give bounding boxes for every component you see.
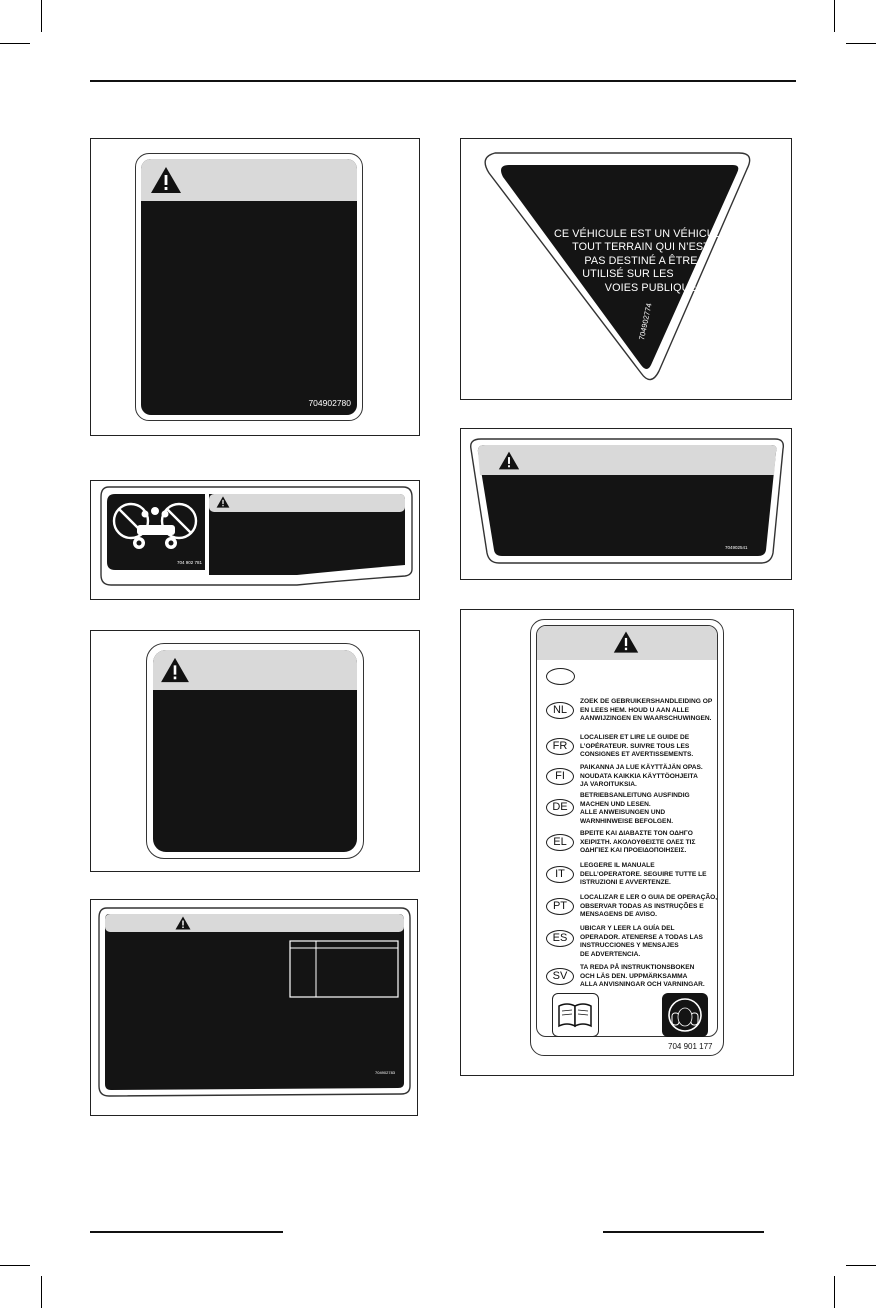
part-number: 704 901 177 [668, 1042, 713, 1051]
language-row: IT LEGGERE IL MANUALE DELL’OPERATORE. SE… [546, 862, 726, 896]
language-text: LEGGERE IL MANUALE DELL’OPERATORE. SEGUI… [580, 862, 707, 887]
language-text: LOCALIZAR E LER O GUIA DE OPERAÇÃO, OBSE… [580, 894, 718, 919]
crop-mark [834, 1276, 835, 1308]
language-text: LOCALISER ET LIRE LE GUIDE DE L’OPÉRATEU… [580, 734, 694, 759]
offroad-line: TOUT TERRAIN QUI N’EST [572, 241, 710, 254]
warning-triangle-icon [175, 916, 191, 930]
language-code: PT [546, 898, 574, 915]
language-row: NL ZOEK DE GEBRUIKERSHANDLEIDING OP EN L… [546, 698, 726, 732]
hearing-protection-icon [662, 993, 708, 1037]
decal-panel-3 [90, 630, 420, 872]
crop-mark [846, 1265, 876, 1266]
warning-decal [146, 643, 364, 859]
crop-mark [846, 43, 876, 44]
crop-mark [0, 43, 30, 44]
crop-mark [41, 1276, 42, 1308]
language-code: FI [546, 768, 574, 785]
no-passenger-pictogram-icon [112, 502, 198, 549]
part-number: 704902783 [375, 1070, 396, 1075]
passenger-decal-outline [100, 486, 413, 586]
language-code: FR [546, 738, 574, 755]
warning-triangle-icon [216, 496, 230, 508]
decal-body: 704902780 [141, 159, 357, 415]
decal-inner-border [536, 625, 718, 1037]
language-row: FI PAIKANNA JA LUE KÄYTTÄJÄN OPAS. NOUDA… [546, 764, 726, 798]
signal-word-band [141, 159, 357, 201]
language-row: FR LOCALISER ET LIRE LE GUIDE DE L’OPÉRA… [546, 734, 726, 768]
offroad-line: UTILISÉ SUR LES [582, 268, 674, 281]
language-code: IT [546, 866, 574, 883]
load-table [289, 940, 399, 998]
warning-triangle-icon [498, 451, 520, 470]
book-icon [552, 993, 599, 1037]
decal-panel-6: 704902541 [460, 428, 792, 580]
crop-mark [41, 0, 42, 32]
signal-word-band [153, 650, 357, 690]
offroad-message: CE VÉHICULE EST UN VÉHICULE TOUT TERRAIN… [546, 228, 736, 295]
language-code: NL [546, 702, 574, 719]
part-number: 704902780 [308, 398, 351, 408]
warning-triangle-icon [613, 631, 639, 653]
decal-panel-5: CE VÉHICULE EST UN VÉHICULE TOUT TERRAIN… [460, 138, 792, 400]
blank-language-badge [546, 668, 575, 685]
header-rule [90, 80, 796, 82]
warning-decal: 704902780 [135, 153, 363, 421]
language-row: EL ΒΡΕΙΤΕ ΚΑΙ ΔΙΑΒΑΣΤΕ ΤΟΝ ΟΔΗΓΟ ΧΕΙΡΙΣΤ… [546, 830, 726, 864]
language-text: UBICAR Y LEER LA GUÍA DEL OPERADOR. ATEN… [580, 925, 703, 958]
warning-triangle-icon [151, 167, 181, 193]
trapezoid-decal [470, 438, 785, 564]
language-text: PAIKANNA JA LUE KÄYTTÄJÄN OPAS. NOUDATA … [580, 764, 703, 789]
language-text: ΒΡΕΙΤΕ ΚΑΙ ΔΙΑΒΑΣΤΕ ΤΟΝ ΟΔΗΓΟ ΧΕΙΡΙΣΤΗ. … [580, 830, 696, 855]
language-code: SV [546, 968, 574, 985]
language-text: ZOEK DE GEBRUIKERSHANDLEIDING OP EN LEES… [580, 698, 713, 723]
part-number: 704902541 [725, 545, 748, 550]
decal-body [153, 650, 357, 852]
decal-panel-1: 704902780 [90, 138, 420, 436]
wide-decal-outline [98, 907, 411, 1097]
triangle-decal [484, 152, 751, 381]
language-text: BETRIEBSANLEITUNG AUSFINDIG MACHEN UND L… [580, 792, 690, 825]
offroad-line: CE VÉHICULE EST UN VÉHICULE [553, 228, 729, 240]
offroad-line: PAS DESTINÉ A ÊTRE [584, 254, 698, 267]
language-code: DE [546, 799, 574, 816]
language-code: ES [546, 930, 574, 947]
language-text: TA REDA PÅ INSTRUKTIONSBOKEN OCH LÄS DEN… [580, 964, 705, 989]
offroad-line: VOIES PUBLIQUES. [604, 281, 708, 294]
crop-mark [834, 0, 835, 32]
decal-panel-4: 704902783 [90, 899, 418, 1116]
footer-rule-left [90, 1231, 283, 1233]
footer-rule-right [603, 1231, 764, 1233]
language-row: DE BETRIEBSANLEITUNG AUSFINDIG MACHEN UN… [546, 792, 726, 826]
decal-panel-2: 704 902 781 [90, 480, 420, 600]
language-row: SV TA REDA PÅ INSTRUKTIONSBOKEN OCH LÄS … [546, 964, 726, 998]
language-code: EL [546, 834, 574, 851]
part-number: 704 902 781 [177, 560, 203, 565]
warning-triangle-icon [161, 657, 189, 683]
language-row: ES UBICAR Y LEER LA GUÍA DEL OPERADOR. A… [546, 925, 726, 959]
crop-mark [0, 1265, 30, 1266]
language-row: PT LOCALIZAR E LER O GUIA DE OPERAÇÃO, O… [546, 894, 726, 928]
